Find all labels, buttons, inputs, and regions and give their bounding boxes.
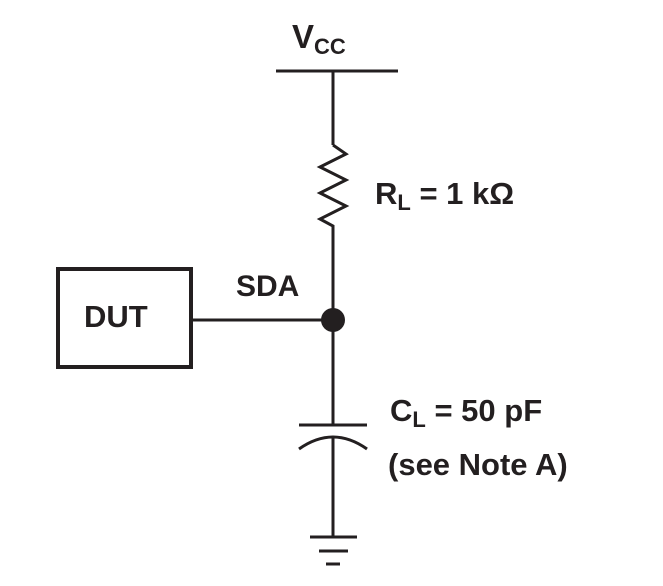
capacitor-value: = 50 pF [425,393,543,428]
vcc-label-sub: CC [314,34,346,59]
dut-label: DUT [84,299,148,334]
vcc-label-main: V [292,18,315,55]
capacitor-label-main: C [390,393,413,428]
resistor-value: = 1 kΩ [410,176,515,211]
vcc-label: VCC [292,20,346,58]
sda-label: SDA [236,270,300,303]
dut-box [56,267,193,369]
resistor-label: RL = 1 kΩ [375,178,514,214]
capacitor-label: CL = 50 pF [390,395,542,431]
capacitor-note: (see Note A) [388,447,568,482]
capacitor-label-sub: L [412,407,426,432]
sda-node-dot [321,308,345,332]
resistor-rl [316,143,350,232]
resistor-label-sub: L [397,190,411,215]
resistor-label-main: R [375,176,398,211]
